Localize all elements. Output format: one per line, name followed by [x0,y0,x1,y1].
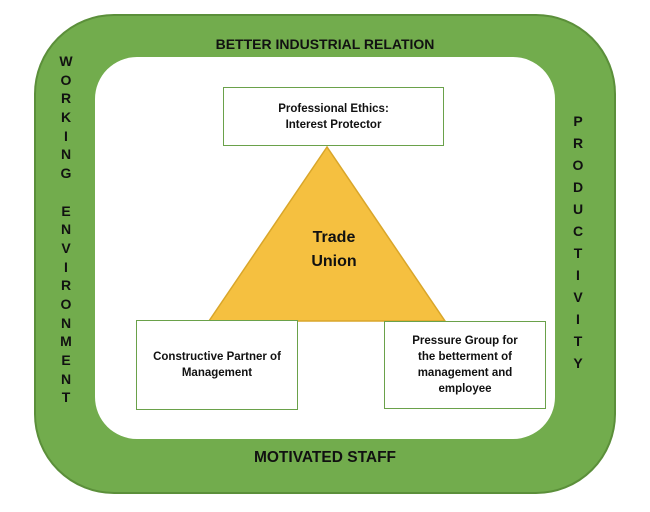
box-top-line2: Interest Protector [285,118,382,131]
vertical-letter: Y [573,355,583,371]
vertical-letter: V [573,289,583,305]
top-frame-label: BETTER INDUSTRIAL RELATION [215,36,435,52]
vertical-letter: K [60,109,72,126]
center-title: Trade Union [270,226,398,274]
triangle-shape [207,145,447,322]
center-title-line1: Trade [312,229,356,246]
vertical-letter: I [64,258,68,275]
vertical-letter: M [60,333,72,350]
vertical-letter: N [60,314,72,331]
vertical-letter: D [572,179,584,195]
vertical-letter: O [572,157,584,173]
vertical-letter: P [573,113,583,129]
vertical-letter: I [576,311,580,327]
vertical-letter: E [61,202,71,219]
bottom-frame-label: MOTIVATED STAFF [253,449,397,466]
vertical-letter: N [60,221,72,238]
vertical-letter: O [60,295,72,312]
vertical-letter: R [572,135,584,151]
box-right-text: Pressure Group for the betterment of man… [412,335,518,395]
box-professional-ethics: Professional Ethics: Interest Protector [223,87,444,146]
box-top-line1: Professional Ethics: [278,102,389,115]
box-left-text: Constructive Partner of Management [153,351,281,379]
vertical-letter: I [64,127,68,144]
center-title-line2: Union [311,253,357,270]
vertical-letter: T [61,389,71,406]
vertical-letter: W [59,53,73,69]
vertical-letter: C [572,223,584,239]
vertical-letter: V [61,239,71,256]
vertical-letter: E [61,352,71,368]
vertical-letter: T [573,245,583,261]
vertical-letter: N [60,370,72,387]
vertical-letter: N [60,146,72,163]
vertical-letter: U [572,201,584,217]
vertical-letter: R [60,90,72,107]
vertical-letter: R [60,277,72,294]
box-constructive-partner: Constructive Partner of Management [136,320,298,410]
vertical-letter: G [60,165,72,182]
vertical-letter: I [576,267,580,283]
vertical-letter: O [60,71,72,88]
box-pressure-group: Pressure Group for the betterment of man… [384,321,546,409]
vertical-letter: T [573,333,583,349]
